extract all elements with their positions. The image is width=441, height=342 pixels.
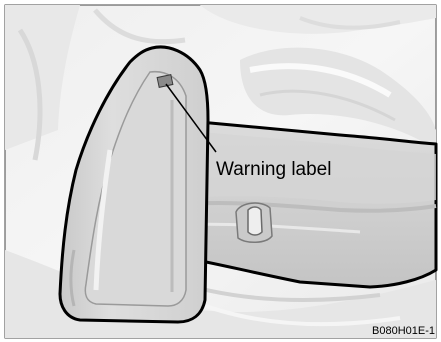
warning-label-callout: Warning label — [216, 160, 331, 179]
figure-code: B080H01E-1 — [372, 326, 435, 337]
seat-latch-handle — [236, 203, 272, 242]
